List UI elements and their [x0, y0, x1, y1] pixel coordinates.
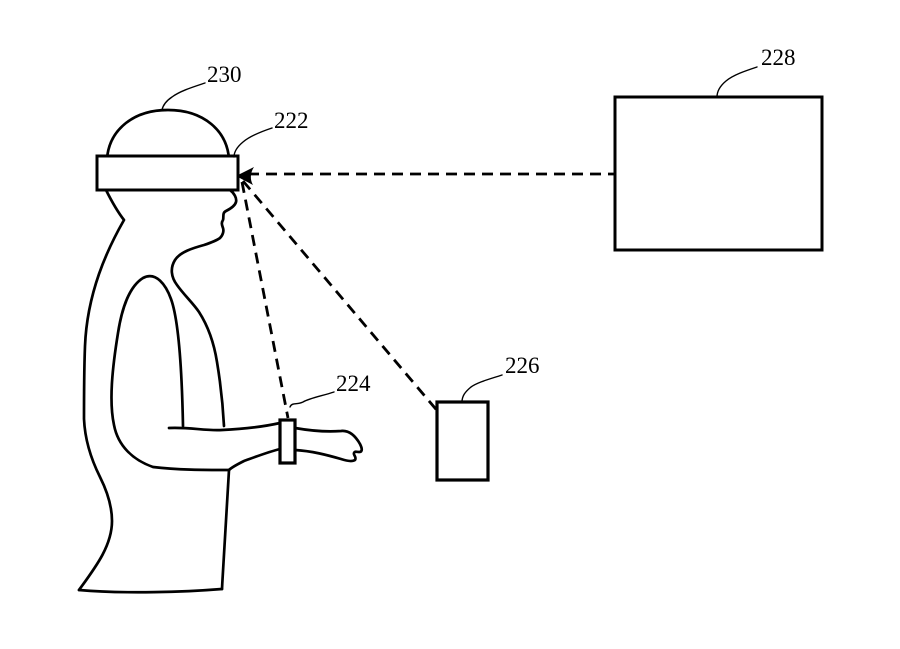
leader-line-222 [233, 127, 273, 158]
forearm-bottom-line [227, 447, 282, 472]
leader-line-228 [716, 66, 758, 98]
head-mounted-device-band [95, 154, 240, 192]
wrist-device-body [278, 418, 297, 465]
label-228-external-display: 228 [761, 45, 796, 70]
person-back-outline [77, 188, 126, 592]
label-226-handheld-device: 226 [505, 353, 540, 378]
label-224-wrist-device: 224 [336, 371, 371, 396]
label-222-head-mounted-device: 222 [274, 108, 309, 133]
upper-arm-outline [110, 274, 231, 472]
leader-line-224 [289, 391, 335, 408]
leader-line-230 [161, 82, 206, 111]
hand-outline [293, 426, 364, 463]
torso-hem-line [77, 587, 224, 594]
leader-line-226 [461, 374, 503, 403]
forearm-top-line [167, 421, 282, 432]
face-profile-outline [170, 188, 238, 428]
external-display-body [613, 95, 824, 252]
head-dome [105, 108, 231, 161]
label-230-head: 230 [207, 62, 242, 87]
torso-front-line [220, 468, 231, 591]
handheld-device-body [435, 400, 490, 482]
ray-to-wrist-device [240, 181, 290, 419]
ray-to-handheld-device [241, 180, 464, 441]
ray-arrowhead [236, 167, 254, 185]
